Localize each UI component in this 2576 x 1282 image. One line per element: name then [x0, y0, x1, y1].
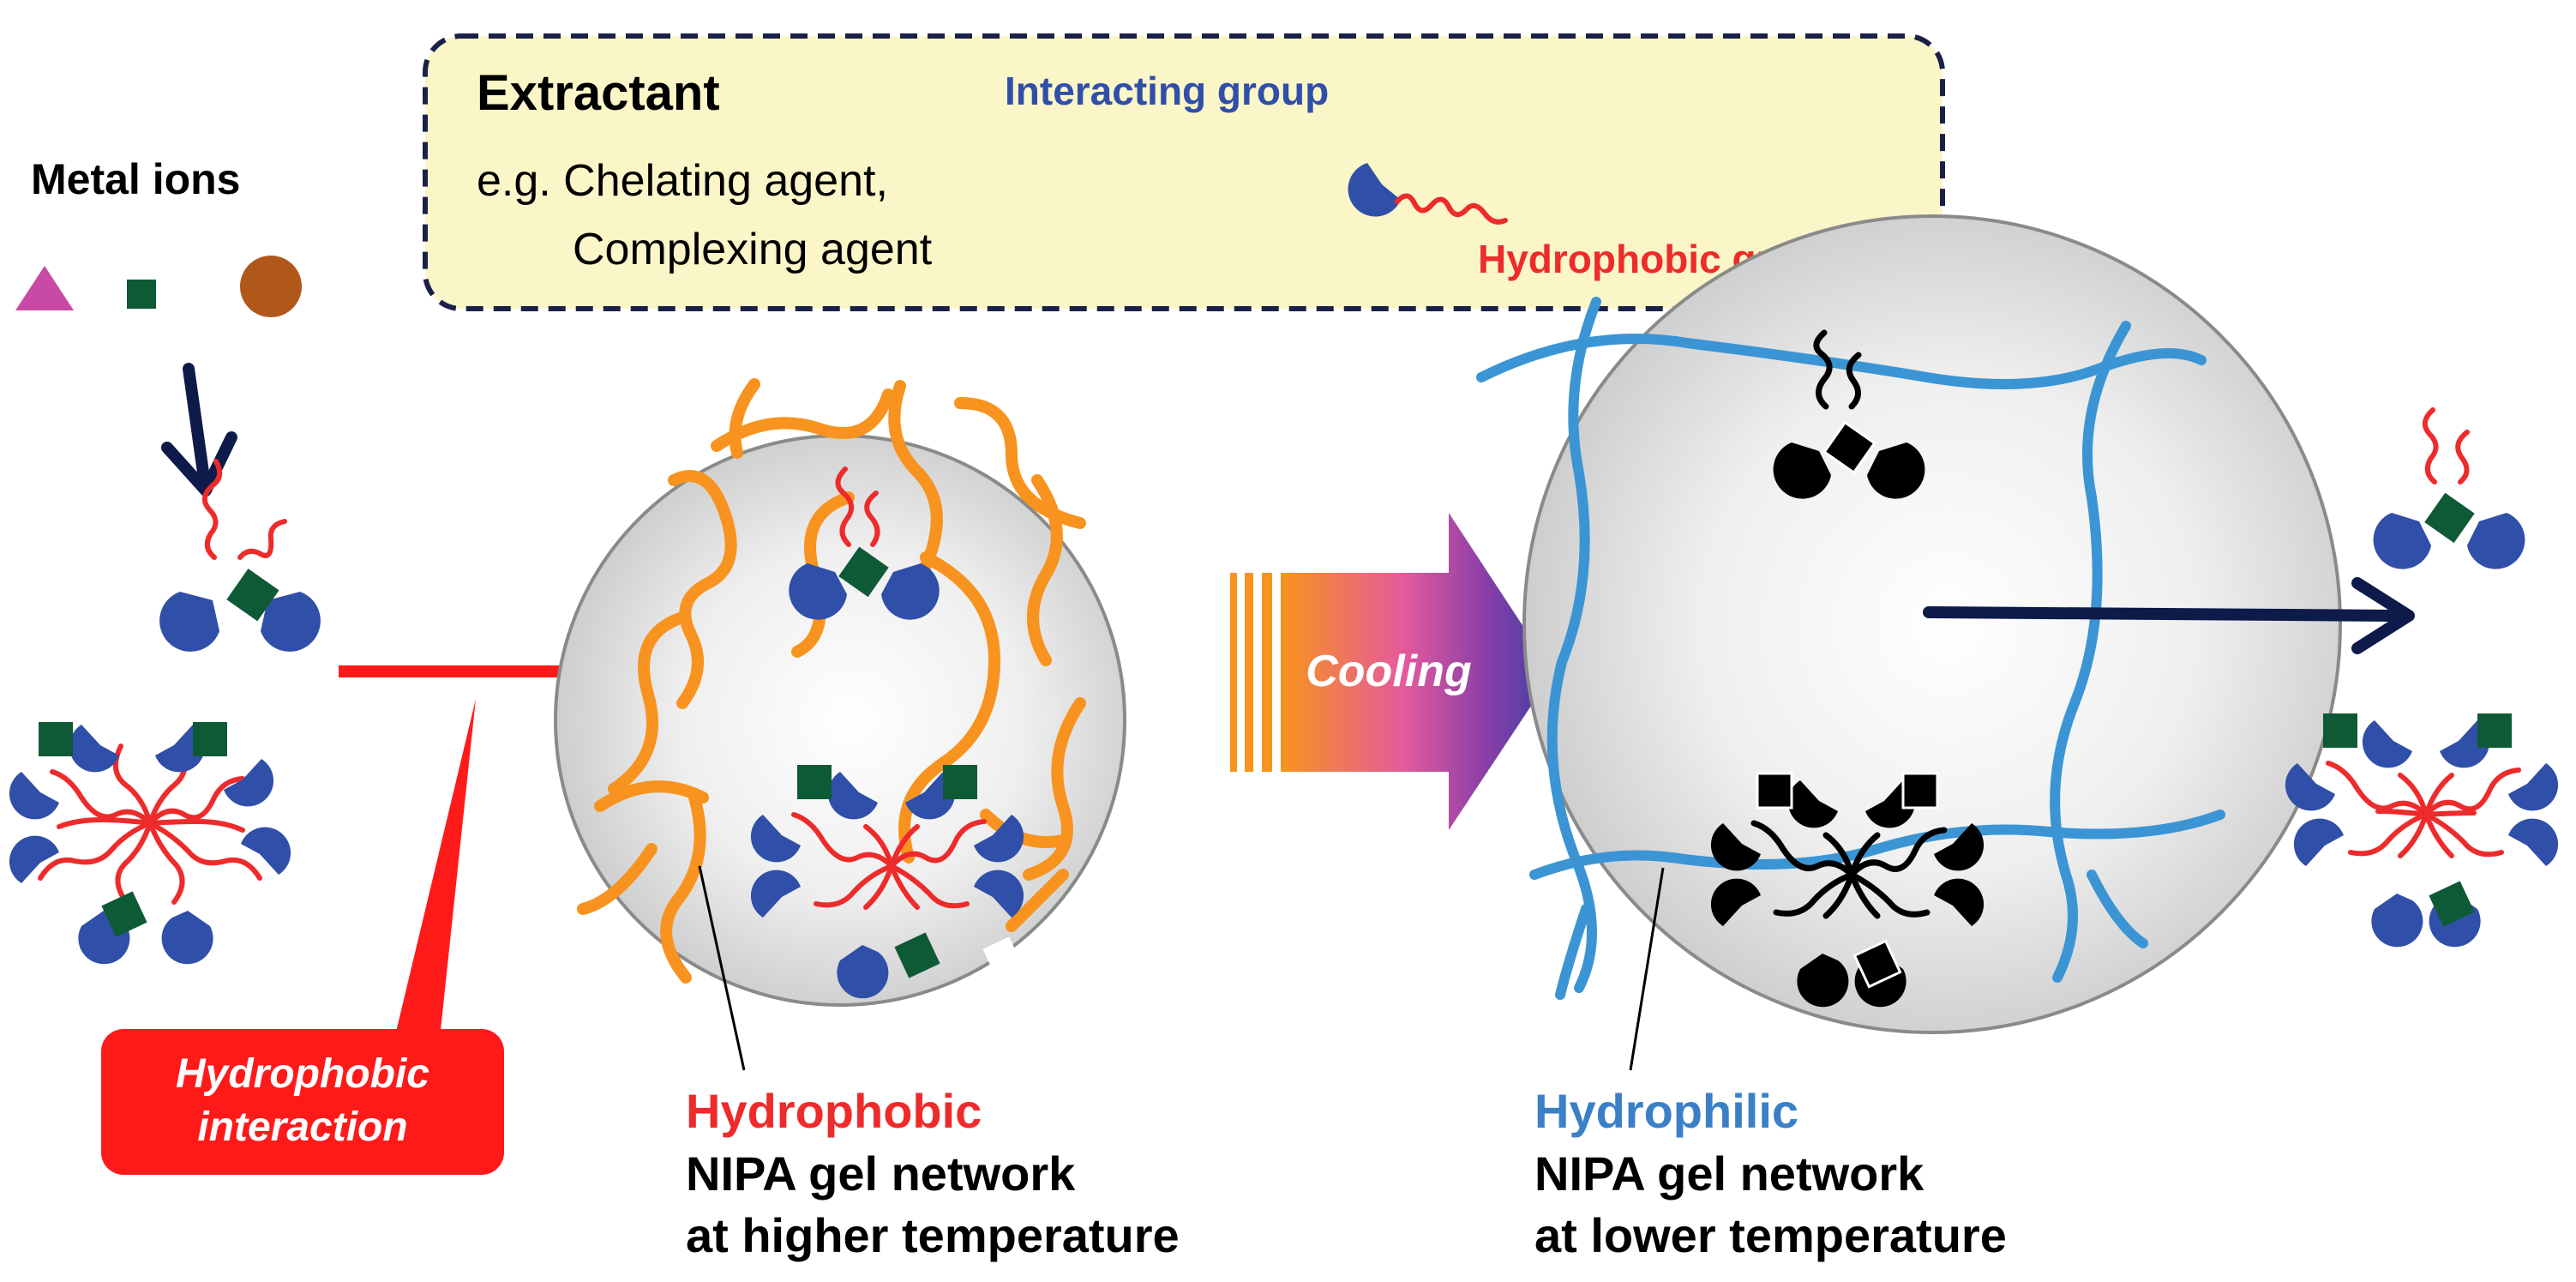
right-gel-state: Hydrophilic	[1534, 1084, 1798, 1138]
metal-ions-group: Metal ions	[15, 155, 302, 497]
extractant-box: Extractant e.g. Chelating agent, Complex…	[423, 33, 1945, 311]
gel-right-micelle	[1710, 772, 1985, 1008]
circle-ion-icon	[240, 256, 302, 317]
extractant-molecule-icon	[1348, 163, 1508, 225]
cooling-label: Cooling	[1306, 647, 1472, 696]
hydrophobic-interaction-line2: interaction	[197, 1104, 407, 1150]
gel-right-single-complex	[1773, 329, 1925, 499]
hydrophobic-interaction-callout: Hydrophobic interaction	[101, 699, 504, 1175]
extractant-example-line2: Complexing agent	[573, 225, 933, 274]
release-arrow	[1923, 577, 2415, 654]
gel-hydrophobic	[554, 378, 1126, 1071]
gel-hydrophilic	[1476, 214, 2415, 1071]
left-gel-line3: at higher temperature	[686, 1208, 1180, 1262]
hydrophobic-interaction-line1: Hydrophobic	[176, 1051, 429, 1097]
right-gel-caption: Hydrophilic NIPA gel network at lower te…	[1534, 1084, 2007, 1262]
right-gel-line2: NIPA gel network	[1534, 1147, 1924, 1201]
blue-gel-network	[1476, 297, 2225, 1000]
left-gel-state: Hydrophobic	[686, 1084, 982, 1138]
orange-gel-network	[577, 378, 1086, 984]
cooling-arrow: Cooling	[1230, 513, 1553, 830]
extractant-example-line1: e.g. Chelating agent,	[477, 156, 888, 206]
left-gel-line2: NIPA gel network	[686, 1147, 1076, 1201]
micelle-left	[9, 722, 291, 965]
single-complex-right	[2373, 407, 2525, 569]
interacting-group-label: Interacting group	[1005, 69, 1329, 113]
metal-ions-label: Metal ions	[31, 155, 240, 203]
triangle-ion-icon	[15, 266, 74, 310]
single-complex-left	[159, 459, 321, 652]
micelle-right	[2285, 713, 2559, 948]
left-gel-caption: Hydrophobic NIPA gel network at higher t…	[686, 1084, 1180, 1262]
gel-left-single-complex	[789, 466, 940, 620]
extractant-title: Extractant	[477, 65, 720, 121]
right-gel-line3: at lower temperature	[1534, 1208, 2007, 1262]
gel-left-micelle	[750, 765, 1024, 999]
square-ion-icon	[127, 280, 156, 309]
